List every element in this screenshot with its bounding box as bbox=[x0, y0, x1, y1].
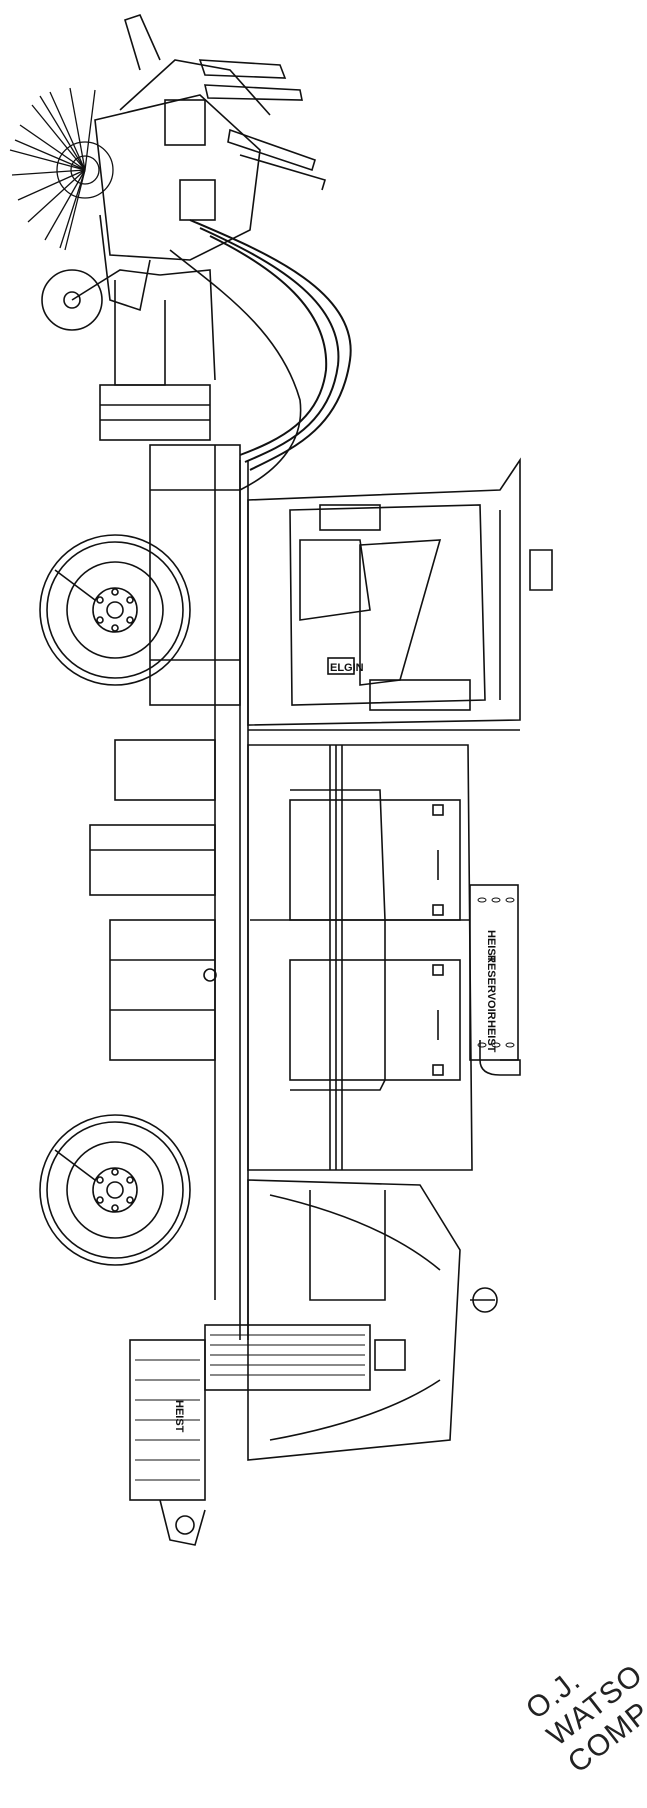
rear-grille-assembly: HEIST bbox=[129, 1324, 406, 1546]
plate-label-top: HEIST bbox=[485, 930, 497, 963]
beacon-light bbox=[529, 549, 553, 591]
water-tank bbox=[109, 919, 216, 1061]
rear-wheel bbox=[39, 1114, 191, 1266]
engine-compartment bbox=[89, 739, 217, 1061]
lift-cylinder-block bbox=[99, 384, 211, 441]
side-brush-assembly bbox=[9, 14, 352, 491]
cab-badge-box bbox=[327, 657, 355, 675]
side-panel-lower bbox=[289, 959, 461, 1081]
plate-label-bottom: HEIST bbox=[485, 1020, 497, 1053]
hopper-body: HEIST RESERVOIR HEIST bbox=[247, 744, 521, 1171]
rear-grille-label: HEIST bbox=[173, 1400, 185, 1433]
rear-grille-left bbox=[129, 1339, 206, 1501]
castor-wheel bbox=[41, 269, 103, 331]
chassis-frame bbox=[149, 444, 249, 1340]
plate-label-middle: RESERVOIR bbox=[485, 955, 497, 1020]
cab-side-window bbox=[289, 504, 486, 706]
cab-door-window bbox=[299, 539, 371, 621]
side-panel-upper bbox=[289, 799, 461, 921]
reservoir-plate bbox=[469, 884, 519, 1061]
cab-badge: ELGIN bbox=[330, 662, 364, 674]
gutter-brush bbox=[9, 87, 114, 251]
cab: ELGIN bbox=[247, 457, 553, 731]
front-wheel bbox=[39, 534, 191, 686]
exhaust-pipe bbox=[479, 1040, 521, 1076]
rear-hopper bbox=[247, 1179, 498, 1461]
handrail bbox=[290, 789, 386, 1091]
